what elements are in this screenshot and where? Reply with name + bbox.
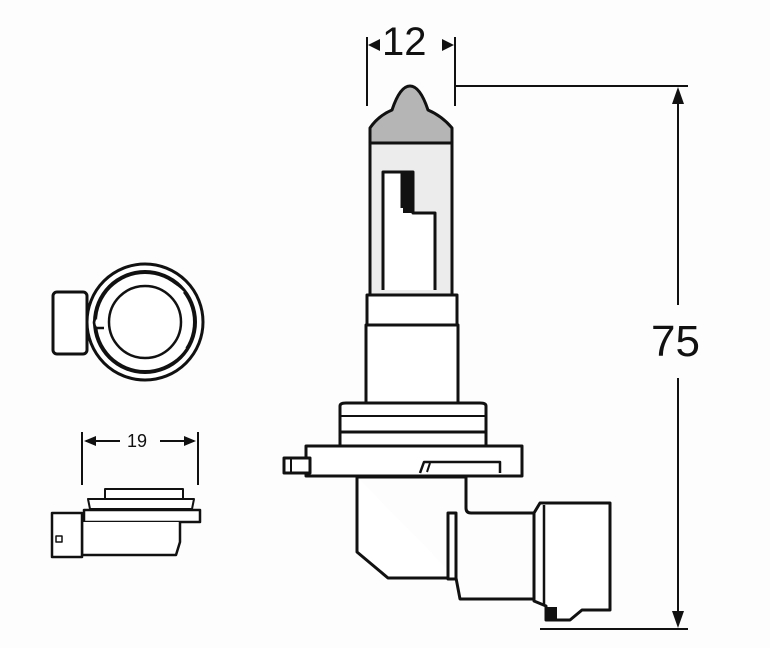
base-side-view	[50, 432, 202, 559]
dimension-19-label: 19	[127, 431, 148, 451]
dimension-75-label: 75	[651, 317, 700, 366]
base-top-view	[51, 262, 205, 382]
dimension-12-label: 12	[382, 20, 427, 64]
dimension-75	[455, 85, 688, 630]
bulb-front-view	[282, 84, 612, 622]
dimension-12	[366, 37, 456, 106]
